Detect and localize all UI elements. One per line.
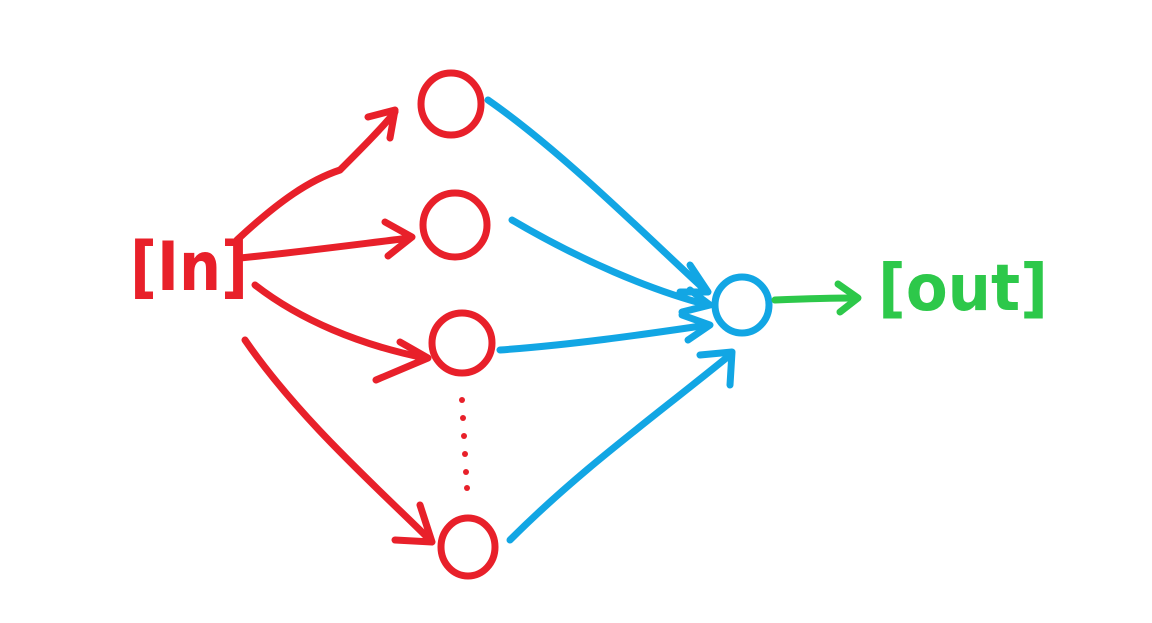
edge-in-h1 <box>233 108 399 244</box>
arrowhead-h1 <box>364 106 399 142</box>
input-label: [In] <box>130 228 248 307</box>
output-node <box>711 273 773 337</box>
edge-h4-out <box>506 351 734 544</box>
edge-h2-out <box>508 216 712 309</box>
arrowhead-h3 <box>678 311 714 344</box>
hidden-node-1 <box>417 69 485 139</box>
arrowhead-h3 <box>372 338 432 384</box>
hidden-node-4 <box>437 514 499 580</box>
arrowhead-h2 <box>678 286 714 316</box>
arrowhead-h4 <box>696 348 736 389</box>
hidden-node-2 <box>419 189 491 261</box>
input-edges <box>233 106 436 546</box>
hidden-layer <box>417 69 499 580</box>
ellipsis-dots <box>459 397 470 491</box>
hidden-node-3 <box>428 309 496 377</box>
edge-h3-out <box>496 321 712 354</box>
output-edges <box>484 96 773 544</box>
output-arrow <box>771 280 862 316</box>
edge-in-h4 <box>241 336 434 544</box>
output-label: [out] <box>878 252 1048 326</box>
arrowhead-h4 <box>391 501 436 546</box>
edge-in-h3 <box>251 281 429 362</box>
arrowhead-h2 <box>381 218 416 260</box>
edge-in-h2 <box>236 234 414 262</box>
edge-h1-out <box>484 96 709 294</box>
